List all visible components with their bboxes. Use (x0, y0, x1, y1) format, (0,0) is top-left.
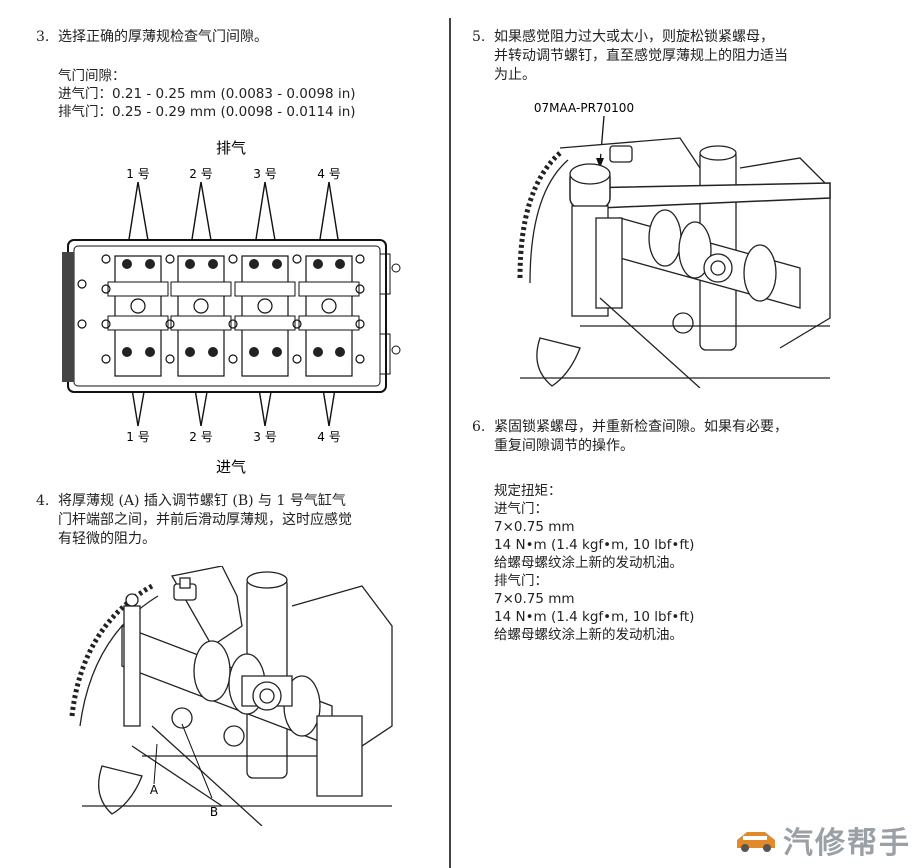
watermark-text: 汽修帮手 (783, 826, 911, 861)
step-3: 3. 选择正确的厚薄规检查气门间隙。 (36, 28, 436, 47)
spec-exhaust: 排气门：0.25 - 0.29 mm (0.0098 - 0.0114 in) (58, 104, 356, 120)
step-6: 6. 紧固锁紧螺母，并重新检查间隙。如果有必要， 重复间隙调节的操作。 (472, 418, 892, 456)
cyl-label-bottom-1: 1 号 (126, 430, 149, 444)
step-line-3: 有轻微的阻力。 (58, 531, 156, 547)
torque-exhaust-value: 14 N•m (1.4 kgf•m, 10 lbf•ft) (494, 609, 695, 625)
step-line-1: 如果感觉阻力过大或太小，则旋松锁紧螺母， (494, 29, 774, 45)
label-a: A (150, 783, 159, 797)
step-line-3: 为止。 (494, 67, 536, 83)
cyl-label-bottom-2: 2 号 (189, 430, 212, 444)
cyl-label-top-2: 2 号 (189, 167, 212, 181)
step-number: 5. (472, 29, 486, 45)
step-line-2: 重复间隙调节的操作。 (494, 438, 634, 454)
cyl-label-bottom-4: 4 号 (317, 430, 340, 444)
head-outline (62, 239, 401, 393)
column-divider (449, 18, 451, 868)
tool-label: 07MAA-PR70100 (534, 101, 634, 115)
torque-exhaust-note: 给螺母螺纹涂上新的发动机油。 (494, 627, 683, 643)
exhaust-arrows (122, 181, 345, 255)
torque-title: 规定扭矩： (494, 483, 562, 499)
car-logo-icon (737, 832, 775, 852)
label-b: B (210, 805, 218, 819)
intake-label: 进气 (216, 458, 246, 476)
step-5: 5. 如果感觉阻力过大或太小，则旋松锁紧螺母， 并转动调节螺钉，直至感觉厚薄规上的… (472, 28, 892, 85)
adjustment-tool-illustration: 07MAA-PR70100 (517, 101, 831, 388)
step-line-1: 将厚薄规 (A) 插入调节螺钉 (B) 与 1 号气缸气 (58, 493, 346, 509)
step-number: 6. (472, 419, 486, 435)
step-line-2: 门杆端部之间，并前后滑动厚薄规，这时应感觉 (58, 512, 352, 528)
torque-intake-value: 14 N•m (1.4 kgf•m, 10 lbf•ft) (494, 537, 695, 553)
torque-exhaust-size: 7×0.75 mm (494, 591, 575, 607)
step-number: 3. (36, 29, 50, 45)
torque-spec: 规定扭矩： 进气门： 7×0.75 mm 14 N•m (1.4 kgf•m, … (494, 482, 894, 644)
cylinder-head-diagram: 排气 进气 1 号 2 号 3 号 4 号 1 号 2 号 3 号 4 号 (62, 139, 401, 476)
spec-title: 气门间隙： (58, 68, 126, 84)
torque-exhaust-label: 排气门： (494, 573, 548, 589)
spec-intake: 进气门：0.21 - 0.25 mm (0.0083 - 0.0098 in) (58, 86, 356, 102)
cyl-label-bottom-3: 3 号 (253, 430, 276, 444)
step-number: 4. (36, 493, 50, 509)
step-4: 4. 将厚薄规 (A) 插入调节螺钉 (B) 与 1 号气缸气 门杆端部之间，并前… (36, 492, 436, 549)
step-line-2: 并转动调节螺钉，直至感觉厚薄规上的阻力适当 (494, 48, 788, 64)
torque-intake-label: 进气门： (494, 501, 548, 517)
cyl-label-top-3: 3 号 (253, 167, 276, 181)
exhaust-label: 排气 (216, 139, 246, 157)
step-line-1: 紧固锁紧螺母，并重新检查间隙。如果有必要， (494, 419, 788, 435)
torque-intake-size: 7×0.75 mm (494, 519, 575, 535)
step-text: 选择正确的厚薄规检查气门间隙。 (58, 29, 268, 45)
valve-clearance-spec: 气门间隙： 进气门：0.21 - 0.25 mm (0.0083 - 0.009… (58, 67, 438, 121)
feeler-gauge-illustration: A B (69, 566, 393, 826)
cyl-label-top-4: 4 号 (317, 167, 340, 181)
cyl-label-top-1: 1 号 (126, 167, 149, 181)
torque-intake-note: 给螺母螺纹涂上新的发动机油。 (494, 555, 683, 571)
watermark-logo: 汽修帮手 (735, 818, 911, 862)
